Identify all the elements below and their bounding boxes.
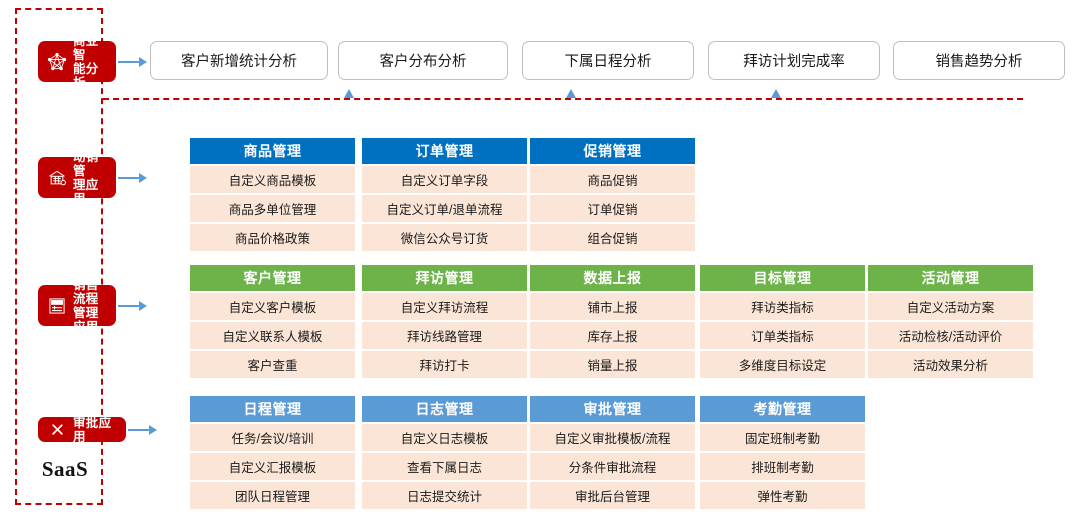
card-data-reporting: 数据上报 铺市上报 库存上报 销量上报 bbox=[530, 265, 695, 378]
up-arrow-icon-1 bbox=[344, 89, 354, 98]
card-item[interactable]: 活动检核/活动评价 bbox=[868, 322, 1033, 349]
card-item[interactable]: 订单促销 bbox=[530, 195, 695, 222]
pill-customer-distribution-analysis[interactable]: 客户分布分析 bbox=[338, 41, 508, 80]
card-item[interactable]: 库存上报 bbox=[530, 322, 695, 349]
card-item[interactable]: 拜访类指标 bbox=[700, 293, 865, 320]
card-customer-management: 客户管理 自定义客户模板 自定义联系人模板 客户查重 bbox=[190, 265, 355, 378]
connector-dx bbox=[118, 173, 147, 183]
card-attendance-management: 考勤管理 固定班制考勤 排班制考勤 弹性考勤 bbox=[700, 396, 865, 509]
card-item[interactable]: 自定义汇报模板 bbox=[190, 453, 355, 480]
card-item[interactable]: 团队日程管理 bbox=[190, 482, 355, 509]
card-item[interactable]: 自定义订单字段 bbox=[362, 166, 527, 193]
card-item[interactable]: 自定义审批模板/流程 bbox=[530, 424, 695, 451]
card-item[interactable]: 多维度目标设定 bbox=[700, 351, 865, 378]
card-title: 日程管理 bbox=[190, 396, 355, 422]
card-title: 促销管理 bbox=[530, 138, 695, 164]
badge-dynamic-sales[interactable]: 动销管 理应用 bbox=[38, 150, 116, 206]
card-title: 商品管理 bbox=[190, 138, 355, 164]
card-item[interactable]: 商品多单位管理 bbox=[190, 195, 355, 222]
card-item[interactable]: 商品促销 bbox=[530, 166, 695, 193]
card-item[interactable]: 自定义商品模板 bbox=[190, 166, 355, 193]
card-item[interactable]: 分条件审批流程 bbox=[530, 453, 695, 480]
x-mark-icon bbox=[46, 419, 68, 441]
card-title: 审批管理 bbox=[530, 396, 695, 422]
badge-approval-app[interactable]: 审批应用 bbox=[38, 415, 126, 444]
card-item[interactable]: 组合促销 bbox=[530, 224, 695, 251]
pill-visit-plan-completion-rate[interactable]: 拜访计划完成率 bbox=[708, 41, 880, 80]
saas-boundary bbox=[15, 8, 103, 505]
badge-label: 动销管 理应用 bbox=[73, 149, 99, 206]
sale-tag-icon bbox=[46, 295, 68, 317]
card-promotion-management: 促销管理 商品促销 订单促销 组合促销 bbox=[530, 138, 695, 251]
store-house-icon bbox=[46, 167, 68, 189]
pill-subordinate-schedule-analysis[interactable]: 下属日程分析 bbox=[522, 41, 694, 80]
card-title: 考勤管理 bbox=[700, 396, 865, 422]
card-title: 活动管理 bbox=[868, 265, 1033, 291]
card-approval-management: 审批管理 自定义审批模板/流程 分条件审批流程 审批后台管理 bbox=[530, 396, 695, 509]
card-item[interactable]: 订单类指标 bbox=[700, 322, 865, 349]
up-arrow-icon-3 bbox=[771, 89, 781, 98]
card-item[interactable]: 任务/会议/培训 bbox=[190, 424, 355, 451]
card-activity-management: 活动管理 自定义活动方案 活动检核/活动评价 活动效果分析 bbox=[868, 265, 1033, 378]
card-schedule-management: 日程管理 任务/会议/培训 自定义汇报模板 团队日程管理 bbox=[190, 396, 355, 509]
card-item[interactable]: 自定义客户模板 bbox=[190, 293, 355, 320]
card-item[interactable]: 弹性考勤 bbox=[700, 482, 865, 509]
card-title: 数据上报 bbox=[530, 265, 695, 291]
card-title: 日志管理 bbox=[362, 396, 527, 422]
connector-sp bbox=[118, 301, 147, 311]
card-item[interactable]: 日志提交统计 bbox=[362, 482, 527, 509]
badge-label: 审批应用 bbox=[73, 415, 112, 444]
pill-customer-growth-analysis[interactable]: 客户新增统计分析 bbox=[150, 41, 328, 80]
card-item[interactable]: 拜访线路管理 bbox=[362, 322, 527, 349]
card-product-management: 商品管理 自定义商品模板 商品多单位管理 商品价格政策 bbox=[190, 138, 355, 251]
card-title: 拜访管理 bbox=[362, 265, 527, 291]
connector-ap bbox=[128, 425, 157, 435]
card-item[interactable]: 自定义日志模板 bbox=[362, 424, 527, 451]
card-log-management: 日志管理 自定义日志模板 查看下属日志 日志提交统计 bbox=[362, 396, 527, 509]
card-item[interactable]: 固定班制考勤 bbox=[700, 424, 865, 451]
badge-business-intelligence[interactable]: 商业智 能分析 bbox=[38, 34, 116, 90]
badge-sales-process[interactable]: 销售流程 管理应用 bbox=[38, 278, 116, 334]
card-title: 目标管理 bbox=[700, 265, 865, 291]
pill-sales-trend-analysis[interactable]: 销售趋势分析 bbox=[893, 41, 1065, 80]
card-item[interactable]: 自定义联系人模板 bbox=[190, 322, 355, 349]
saas-label: SaaS bbox=[41, 456, 89, 481]
card-title: 客户管理 bbox=[190, 265, 355, 291]
card-item[interactable]: 铺市上报 bbox=[530, 293, 695, 320]
card-item[interactable]: 审批后台管理 bbox=[530, 482, 695, 509]
card-item[interactable]: 排班制考勤 bbox=[700, 453, 865, 480]
card-item[interactable]: 自定义活动方案 bbox=[868, 293, 1033, 320]
card-item[interactable]: 微信公众号订货 bbox=[362, 224, 527, 251]
connector-bi bbox=[118, 57, 147, 67]
card-item[interactable]: 查看下属日志 bbox=[362, 453, 527, 480]
card-item[interactable]: 拜访打卡 bbox=[362, 351, 527, 378]
card-goal-management: 目标管理 拜访类指标 订单类指标 多维度目标设定 bbox=[700, 265, 865, 378]
card-visit-management: 拜访管理 自定义拜访流程 拜访线路管理 拜访打卡 bbox=[362, 265, 527, 378]
badge-label: 商业智 能分析 bbox=[73, 33, 99, 90]
card-item[interactable]: 自定义订单/退单流程 bbox=[362, 195, 527, 222]
badge-label: 销售流程 管理应用 bbox=[73, 277, 99, 334]
card-item[interactable]: 活动效果分析 bbox=[868, 351, 1033, 378]
card-item[interactable]: 销量上报 bbox=[530, 351, 695, 378]
card-order-management: 订单管理 自定义订单字段 自定义订单/退单流程 微信公众号订货 bbox=[362, 138, 527, 251]
card-item[interactable]: 自定义拜访流程 bbox=[362, 293, 527, 320]
card-item[interactable]: 客户查重 bbox=[190, 351, 355, 378]
card-title: 订单管理 bbox=[362, 138, 527, 164]
network-graph-icon bbox=[46, 51, 68, 73]
up-arrow-icon-2 bbox=[566, 89, 576, 98]
card-item[interactable]: 商品价格政策 bbox=[190, 224, 355, 251]
section-divider-dashed bbox=[103, 98, 1023, 100]
